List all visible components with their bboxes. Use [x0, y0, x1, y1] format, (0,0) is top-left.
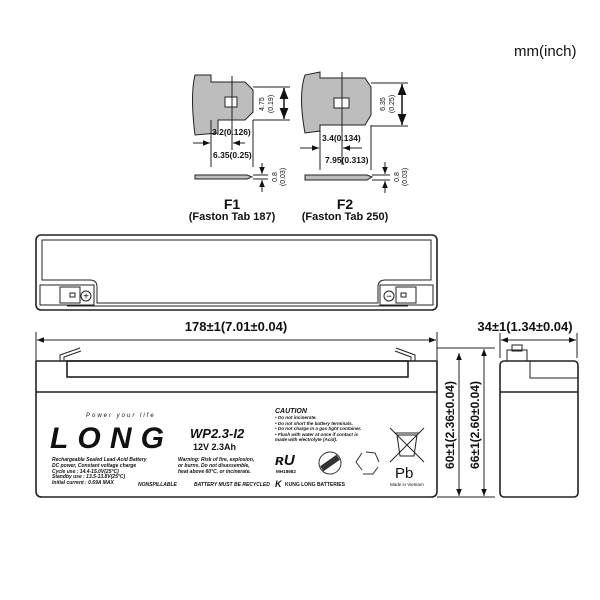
width-dim: 34±1(1.34±0.04) — [477, 319, 572, 334]
spec-line-4: Standby use : 13.5-13.8V(25°C) — [52, 474, 125, 480]
product-label: Power your life LONG WP2.3-I2 12V 2.3Ah … — [50, 408, 425, 489]
f2-height-dim-inch: (0.25) — [389, 95, 396, 113]
ul-file: MH18982 — [276, 469, 296, 474]
caution-title: CAUTION — [275, 408, 308, 415]
brand-logo: LONG — [50, 422, 165, 455]
warning-line-3: heat above 60°C, or incinerate. — [178, 469, 251, 475]
recycle-notice: BATTERY MUST BE RECYCLED — [194, 482, 270, 488]
f2-thick-dim-inch: (0.03) — [402, 168, 409, 186]
nonspillable: NONSPILLABLE — [138, 482, 178, 488]
tagline: Power your life — [86, 413, 156, 419]
negative-terminal-icon — [383, 290, 395, 302]
f1-thick-dim-inch: (0.03) — [280, 168, 287, 186]
f2-name: F2 — [337, 196, 354, 212]
kung-long-logo-icon: K — [275, 479, 283, 489]
crossed-bin-icon — [389, 427, 425, 463]
battery-side-view — [499, 344, 579, 498]
caution-line-3: • Do not charge in a gas tight container… — [275, 426, 361, 431]
height-body-dim: 60±1(2.36±0.04) — [443, 381, 457, 469]
recycle-icon — [355, 451, 380, 475]
f1-width-dim: 6.35(0.25) — [213, 150, 252, 160]
warning-line-2: or burns. Do not disassemble, — [178, 463, 250, 469]
maker: KUNG LONG BATTERIES — [285, 482, 346, 488]
f2-width-dim: 7.95(0.313) — [325, 155, 369, 165]
f1-height-dim: 4.75 — [259, 97, 266, 111]
f2-type: (Faston Tab 250) — [302, 211, 389, 223]
f1-thick-dim: 0.8 — [272, 172, 279, 182]
terminal-f2-detail: 6.35 (0.25) 3.4(0.134) 7.95(0.313) 0.8 (… — [300, 71, 409, 223]
length-dim: 178±1(7.01±0.04) — [185, 319, 287, 334]
f1-type: (Faston Tab 187) — [189, 211, 276, 223]
units-label: mm(inch) — [514, 43, 577, 60]
origin: Made in Vietnam — [390, 482, 424, 487]
caution-line-4: • Flush with water at once if contact is — [275, 432, 358, 437]
battery-top-view: + − — [35, 234, 438, 311]
f2-thick-dim: 0.8 — [394, 172, 401, 182]
positive-symbol: + — [83, 292, 89, 303]
battery-front-view: Power your life LONG WP2.3-I2 12V 2.3Ah … — [35, 347, 438, 498]
pb-mark: Pb — [395, 465, 413, 482]
warning-line-1: Warning: Risk of fire, explosion, — [178, 457, 254, 463]
model-number: WP2.3-I2 — [190, 426, 245, 441]
ul-mark-icon: ʀU — [275, 452, 296, 469]
f1-name: F1 — [224, 196, 241, 212]
rating: 12V 2.3Ah — [193, 442, 236, 452]
f1-height-dim-inch: (0.19) — [268, 95, 275, 113]
spec-line-1: Rechargeable Sealed Lead-Acid Battery — [52, 457, 147, 463]
spec-line-2: DC power, Constant voltage charge — [52, 463, 136, 469]
caution-line-5: made with electrolyte (Acid). — [275, 437, 337, 442]
spec-line-5: Initial current : 0.69A MAX — [52, 480, 114, 486]
terminal-f1-detail: 4.75 (0.19) 3.2(0.126) 6.35(0.25) 0.8 (0… — [189, 74, 290, 223]
f2-hole-dim: 3.4(0.134) — [322, 133, 361, 143]
positive-terminal-icon — [80, 290, 92, 302]
f2-height-dim: 6.35 — [380, 97, 387, 111]
negative-symbol: − — [386, 292, 392, 303]
caution-line-2: • Do not short the battery terminals. — [275, 421, 353, 426]
f1-hole-dim: 3.2(0.126) — [212, 127, 251, 137]
iso-badge-icon — [318, 451, 342, 475]
spec-line-3: Cycle use : 14.4-15.0V(25°C) — [52, 469, 119, 475]
caution-line-1: • Do not incinerate. — [275, 415, 317, 420]
height-total-dim: 66±1(2.60±0.04) — [468, 381, 482, 469]
